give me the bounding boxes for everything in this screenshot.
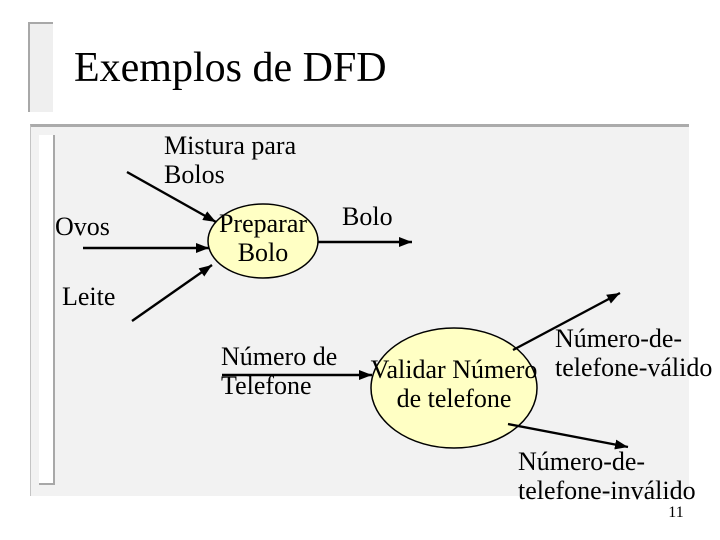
process-label-preparar-bolo: Preparar Bolo	[218, 209, 308, 267]
flow-label-numero-de-telefone: Número de Telefone	[221, 342, 338, 400]
panel-accent-bar	[39, 135, 55, 485]
process-ellipse-validar-numero	[370, 327, 538, 449]
flow-arrow-mistura	[126, 170, 217, 224]
flow-arrow-numero-valido	[512, 291, 621, 352]
flow-arrow-numero-invalido	[507, 422, 629, 450]
process-label-validar-numero: Validar Número de telefone	[370, 355, 538, 413]
slide-title: Exemplos de DFD	[74, 45, 387, 91]
title-accent-bar	[28, 22, 53, 112]
page-number: 11	[668, 504, 684, 521]
flow-label-ovos: Ovos	[55, 212, 110, 241]
flow-label-mistura-para-bolos: Mistura para Bolos	[164, 131, 297, 189]
flow-label-numero-de-telefone-valido: Número-de- telefone-válido	[555, 324, 713, 382]
content-panel	[30, 124, 689, 496]
flow-label-numero-de-telefone-invalido: Número-de- telefone-inválido	[518, 447, 696, 505]
flow-arrow-leite	[131, 264, 213, 322]
flow-label-leite: Leite	[62, 282, 116, 311]
flow-label-bolo: Bolo	[342, 202, 393, 231]
